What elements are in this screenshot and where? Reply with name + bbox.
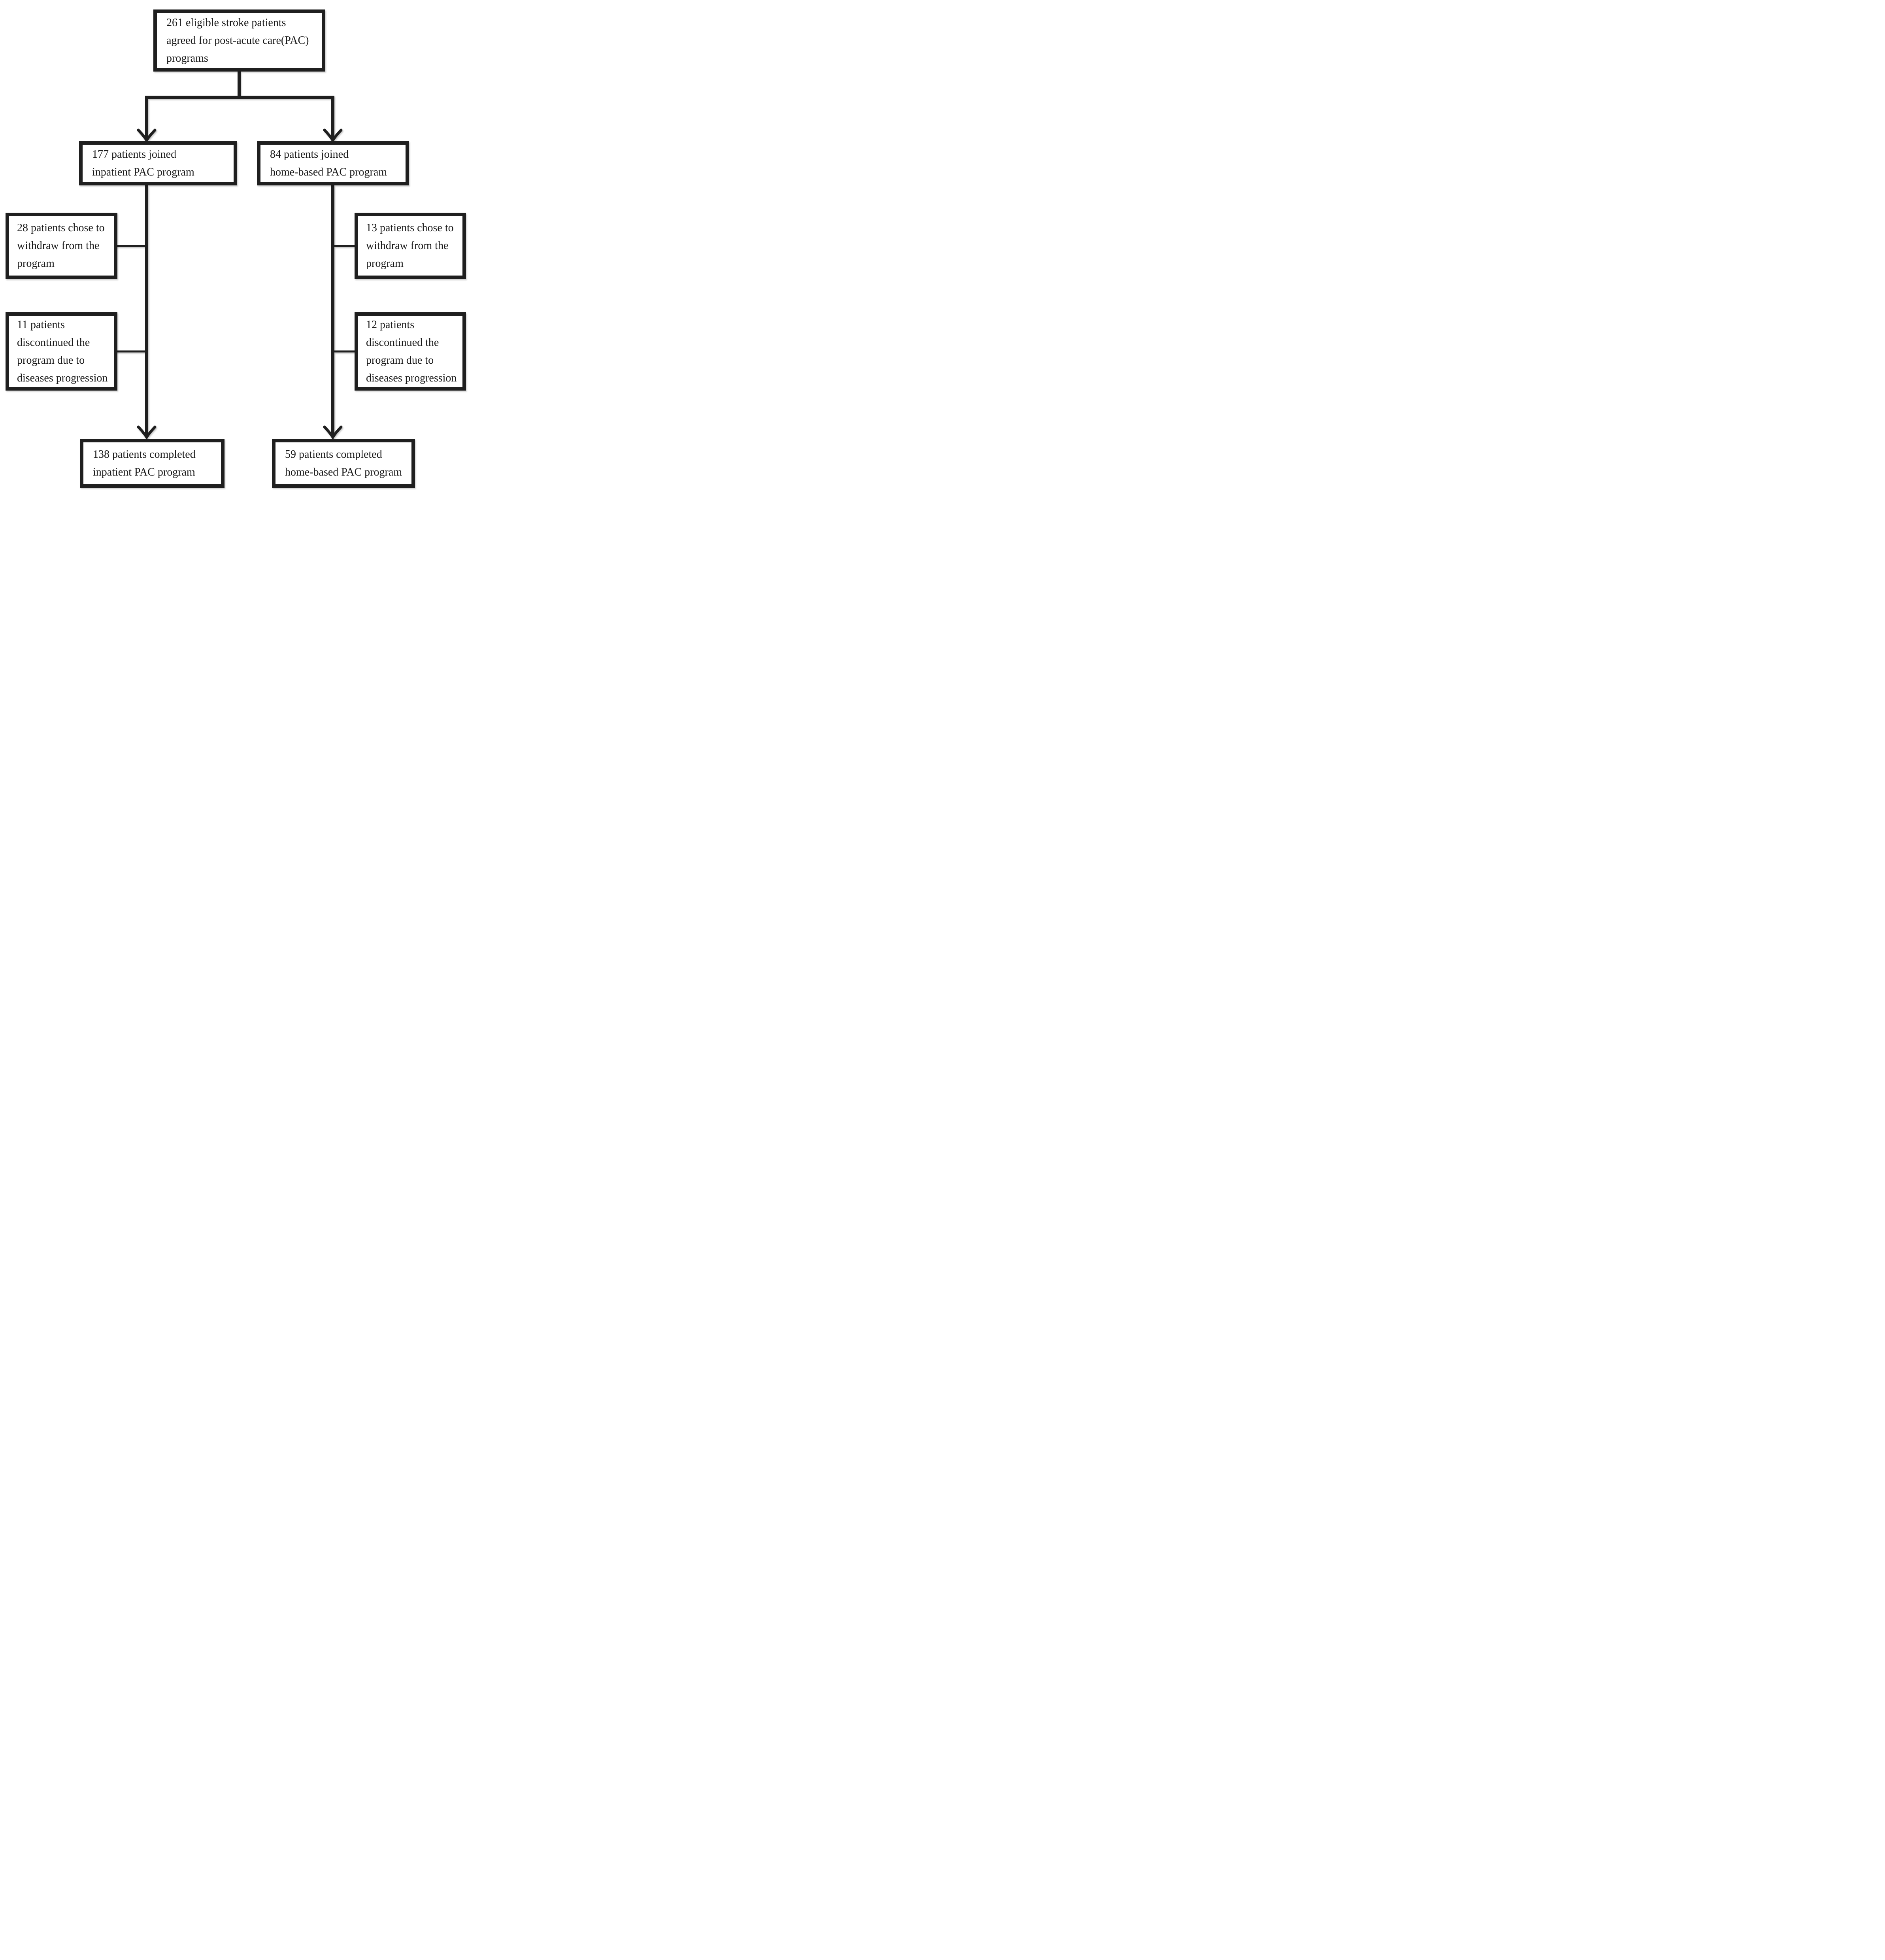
- text-line: 11 patients: [17, 319, 65, 331]
- box-home-based-withdrawals: 13 patients chose to withdraw from the p…: [355, 213, 466, 279]
- text-line: withdraw from the: [366, 240, 449, 252]
- text-line: 59 patients completed: [285, 448, 382, 461]
- text-line: discontinued the: [366, 336, 439, 349]
- text-line: 177 patients joined: [92, 148, 177, 161]
- arrowhead-down-icon: [323, 425, 343, 440]
- text-line: withdraw from the: [17, 240, 100, 252]
- box-home-based-discontinued: 12 patients discontinued the program due…: [355, 312, 466, 391]
- arrowhead-down-icon: [323, 128, 343, 143]
- box-inpatient-joined: 177 patients joined inpatient PAC progra…: [79, 141, 237, 185]
- text-line: 12 patients: [366, 319, 415, 331]
- text-line: inpatient PAC program: [92, 166, 194, 178]
- text-line: home-based PAC program: [270, 166, 387, 178]
- text-line: diseases progression: [366, 372, 457, 384]
- text-line: 13 patients chose to: [366, 222, 454, 234]
- text-line: agreed for post-acute care(PAC): [166, 34, 309, 47]
- text-line: inpatient PAC program: [93, 466, 195, 478]
- box-inpatient-discontinued: 11 patients discontinued the program due…: [6, 312, 117, 391]
- connector-lines: [116, 72, 356, 440]
- box-home-based-completed: 59 patients completed home-based PAC pro…: [272, 439, 415, 488]
- text-line: programs: [166, 52, 208, 64]
- text-line: program due to: [366, 354, 434, 366]
- arrowhead-down-icon: [137, 128, 157, 143]
- text-line: diseases progression: [17, 372, 108, 384]
- box-inpatient-withdrawals: 28 patients chose to withdraw from the p…: [6, 213, 117, 279]
- box-eligible-patients: 261 eligible stroke patients agreed for …: [153, 9, 325, 72]
- arrowhead-down-icon: [137, 425, 157, 440]
- text-line: 28 patients chose to: [17, 222, 105, 234]
- text-line: program due to: [17, 354, 85, 366]
- text-line: program: [17, 257, 55, 270]
- box-home-based-joined: 84 patients joined home-based PAC progra…: [257, 141, 409, 185]
- text-line: home-based PAC program: [285, 466, 402, 478]
- text-line: 261 eligible stroke patients: [166, 17, 286, 29]
- text-line: 138 patients completed: [93, 448, 196, 461]
- text-line: discontinued the: [17, 336, 90, 349]
- text-line: 84 patients joined: [270, 148, 349, 161]
- text-line: program: [366, 257, 404, 270]
- box-inpatient-completed: 138 patients completed inpatient PAC pro…: [80, 439, 225, 488]
- flow-diagram: 261 eligible stroke patients agreed for …: [0, 0, 471, 490]
